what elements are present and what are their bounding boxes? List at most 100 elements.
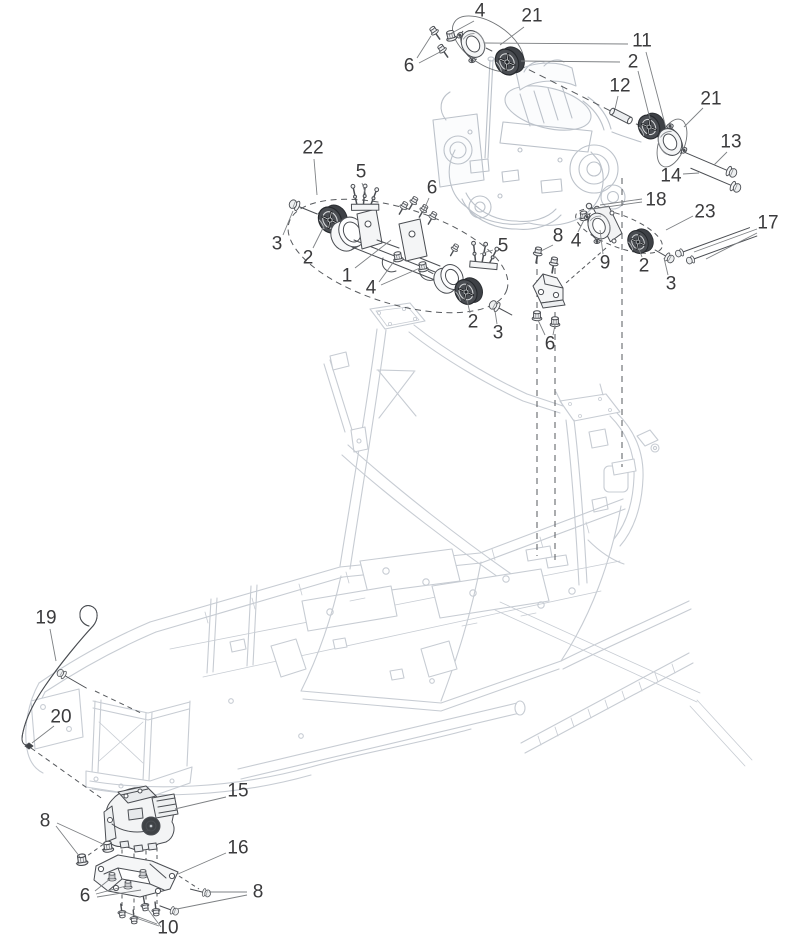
leader-line-5 xyxy=(361,182,367,196)
callout-6: 6 xyxy=(545,334,556,355)
callout-11: 11 xyxy=(632,31,652,52)
callout-6: 6 xyxy=(80,886,91,907)
leader-line-19 xyxy=(49,628,57,662)
spacer-12 xyxy=(609,107,633,125)
bolt-3 xyxy=(654,249,677,265)
callout-3: 3 xyxy=(493,323,504,344)
callout-leader-lines xyxy=(31,20,758,928)
callout-4: 4 xyxy=(366,278,377,299)
leader-line-8 xyxy=(55,825,81,858)
mount-plate-16 xyxy=(93,854,179,898)
leader-line-8 xyxy=(56,822,106,846)
leader-line-13 xyxy=(713,151,728,166)
leader-line-17 xyxy=(705,232,758,260)
callout-1: 1 xyxy=(342,266,353,287)
callout-5: 5 xyxy=(498,236,509,257)
mount-crossbar-1 xyxy=(351,208,464,294)
leader-line-4 xyxy=(577,219,585,233)
callout-19: 19 xyxy=(35,608,56,629)
bolt-3 xyxy=(287,197,318,215)
callout-10: 10 xyxy=(157,918,178,938)
nut-6 xyxy=(531,310,543,322)
callout-17: 17 xyxy=(757,213,778,234)
leader-line-21 xyxy=(683,107,704,128)
leader-line-6 xyxy=(537,319,546,336)
leader-line-23 xyxy=(665,215,694,231)
engine-art xyxy=(432,56,642,230)
chassis-frame-art xyxy=(25,302,753,798)
callout-3: 3 xyxy=(272,234,283,255)
bolt-8 xyxy=(189,887,212,899)
callout-8: 8 xyxy=(40,811,51,832)
callout-21: 21 xyxy=(700,89,721,110)
leader-line-18 xyxy=(591,201,643,210)
leader-line-4 xyxy=(380,267,421,286)
bolt-17 xyxy=(684,235,758,266)
leader-line-9 xyxy=(599,229,604,255)
leader-line-2 xyxy=(466,299,471,314)
leader-line-5 xyxy=(479,249,494,255)
leader-line-2 xyxy=(312,225,325,249)
frame-mount-bracket xyxy=(532,273,566,309)
leader-line-4 xyxy=(449,20,475,35)
callout-6: 6 xyxy=(404,56,415,77)
leader-line-2 xyxy=(520,60,621,63)
leader-line-14 xyxy=(682,172,700,175)
leader-line-18 xyxy=(599,198,643,206)
leader-line-4 xyxy=(378,259,396,283)
callout-23: 23 xyxy=(694,202,715,223)
leader-line-6 xyxy=(418,51,441,64)
callout-18: 18 xyxy=(645,190,666,211)
group-22-dashed-loop xyxy=(287,198,509,314)
callout-15: 15 xyxy=(227,781,248,802)
bolt-14 xyxy=(690,167,743,195)
alignment-point-20 xyxy=(24,742,34,750)
callout-8: 8 xyxy=(253,882,264,903)
leader-line-6 xyxy=(96,889,142,898)
callout-21: 21 xyxy=(521,6,542,27)
callout-16: 16 xyxy=(227,838,248,859)
leader-line-8 xyxy=(540,244,554,252)
callout-13: 13 xyxy=(720,132,741,153)
leader-line-6 xyxy=(94,878,111,892)
leader-line-12 xyxy=(614,95,619,110)
callout-2: 2 xyxy=(468,312,479,333)
shift-rod-19 xyxy=(21,605,98,746)
callout-12: 12 xyxy=(609,76,630,97)
front-engine-mount-assembly xyxy=(287,181,513,316)
leader-line-6 xyxy=(422,197,430,213)
leader-line-17 xyxy=(693,228,758,253)
leader-line-2 xyxy=(637,70,651,120)
leader-line-3 xyxy=(494,310,498,325)
leader-line-11 xyxy=(483,42,629,45)
leader-line-16 xyxy=(177,852,227,875)
mounting-hardware-art xyxy=(21,23,758,925)
leader-line-3 xyxy=(663,257,669,276)
callout-9: 9 xyxy=(600,253,611,274)
gearbox-mounting-group xyxy=(21,605,212,925)
callout-6: 6 xyxy=(427,178,438,199)
leader-line-15 xyxy=(174,796,227,810)
nut-6 xyxy=(138,869,148,879)
leader-line-22 xyxy=(313,158,318,196)
upper-right-engine-mount-group xyxy=(609,107,743,195)
callout-2: 2 xyxy=(628,52,639,73)
leader-line-11 xyxy=(645,51,667,129)
leader-line-6 xyxy=(95,885,127,895)
leader-line-8 xyxy=(176,894,248,910)
leader-line-21 xyxy=(499,26,525,46)
bolt-3 xyxy=(487,298,513,316)
group-23-dashed-loop xyxy=(575,208,663,254)
bolt-13 xyxy=(684,151,739,180)
bolt-8 xyxy=(159,905,181,917)
callout-4: 4 xyxy=(475,1,486,22)
bolt-17 xyxy=(673,227,751,259)
gearbox-15 xyxy=(103,785,179,853)
callout-2: 2 xyxy=(639,256,650,277)
nut-6 xyxy=(123,880,133,890)
callout-2: 2 xyxy=(303,248,314,269)
callout-22: 22 xyxy=(302,138,323,159)
